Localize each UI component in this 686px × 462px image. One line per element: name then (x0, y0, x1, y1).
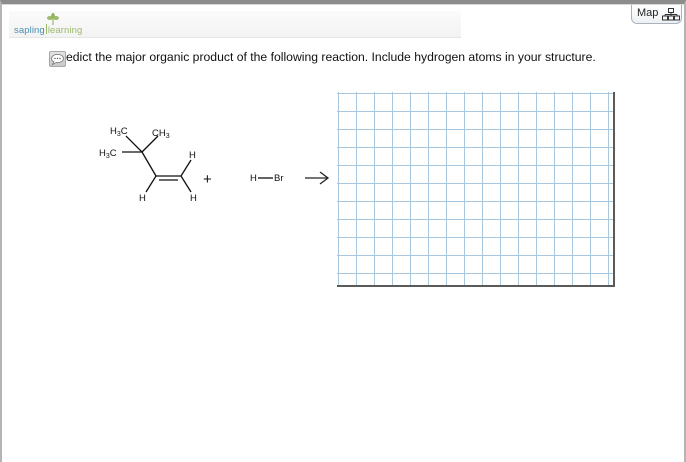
label-h-terminal-top: H (189, 150, 196, 161)
label-h: H (250, 173, 257, 184)
logo-part-learning: learning (47, 25, 83, 36)
map-button-label: Map (637, 7, 659, 19)
logo-part-sapling: sapling (14, 25, 45, 36)
reactant-alkene: H3C CH3 H3C H H H (99, 126, 197, 204)
reaction-arrow-icon (305, 171, 330, 185)
map-button[interactable]: Map (631, 5, 682, 24)
plus-sign: + (203, 171, 212, 188)
label-br: Br (274, 173, 284, 184)
answer-drawing-canvas[interactable] (337, 92, 615, 287)
bond (145, 175, 157, 193)
sprout-logo-icon (47, 13, 59, 25)
bond (180, 175, 192, 193)
label-ch3: CH3 (152, 128, 170, 140)
bond (141, 135, 159, 153)
sitemap-icon (662, 8, 680, 21)
logo-separator (45, 24, 47, 34)
comment-bubble-icon[interactable] (49, 51, 66, 67)
bond (141, 151, 157, 177)
label-h3c-left: H3C (99, 148, 117, 160)
label-h-terminal-bottom: H (190, 193, 197, 204)
reactant-hbr: H Br (250, 173, 284, 184)
bond (125, 135, 143, 153)
bond (180, 159, 192, 177)
question-prompt: edict the major organic product of the f… (66, 50, 596, 64)
speech-bubble-glyph (51, 53, 64, 66)
label-h3c-top: H3C (110, 126, 128, 138)
label-h-vinyl: H (139, 193, 146, 204)
